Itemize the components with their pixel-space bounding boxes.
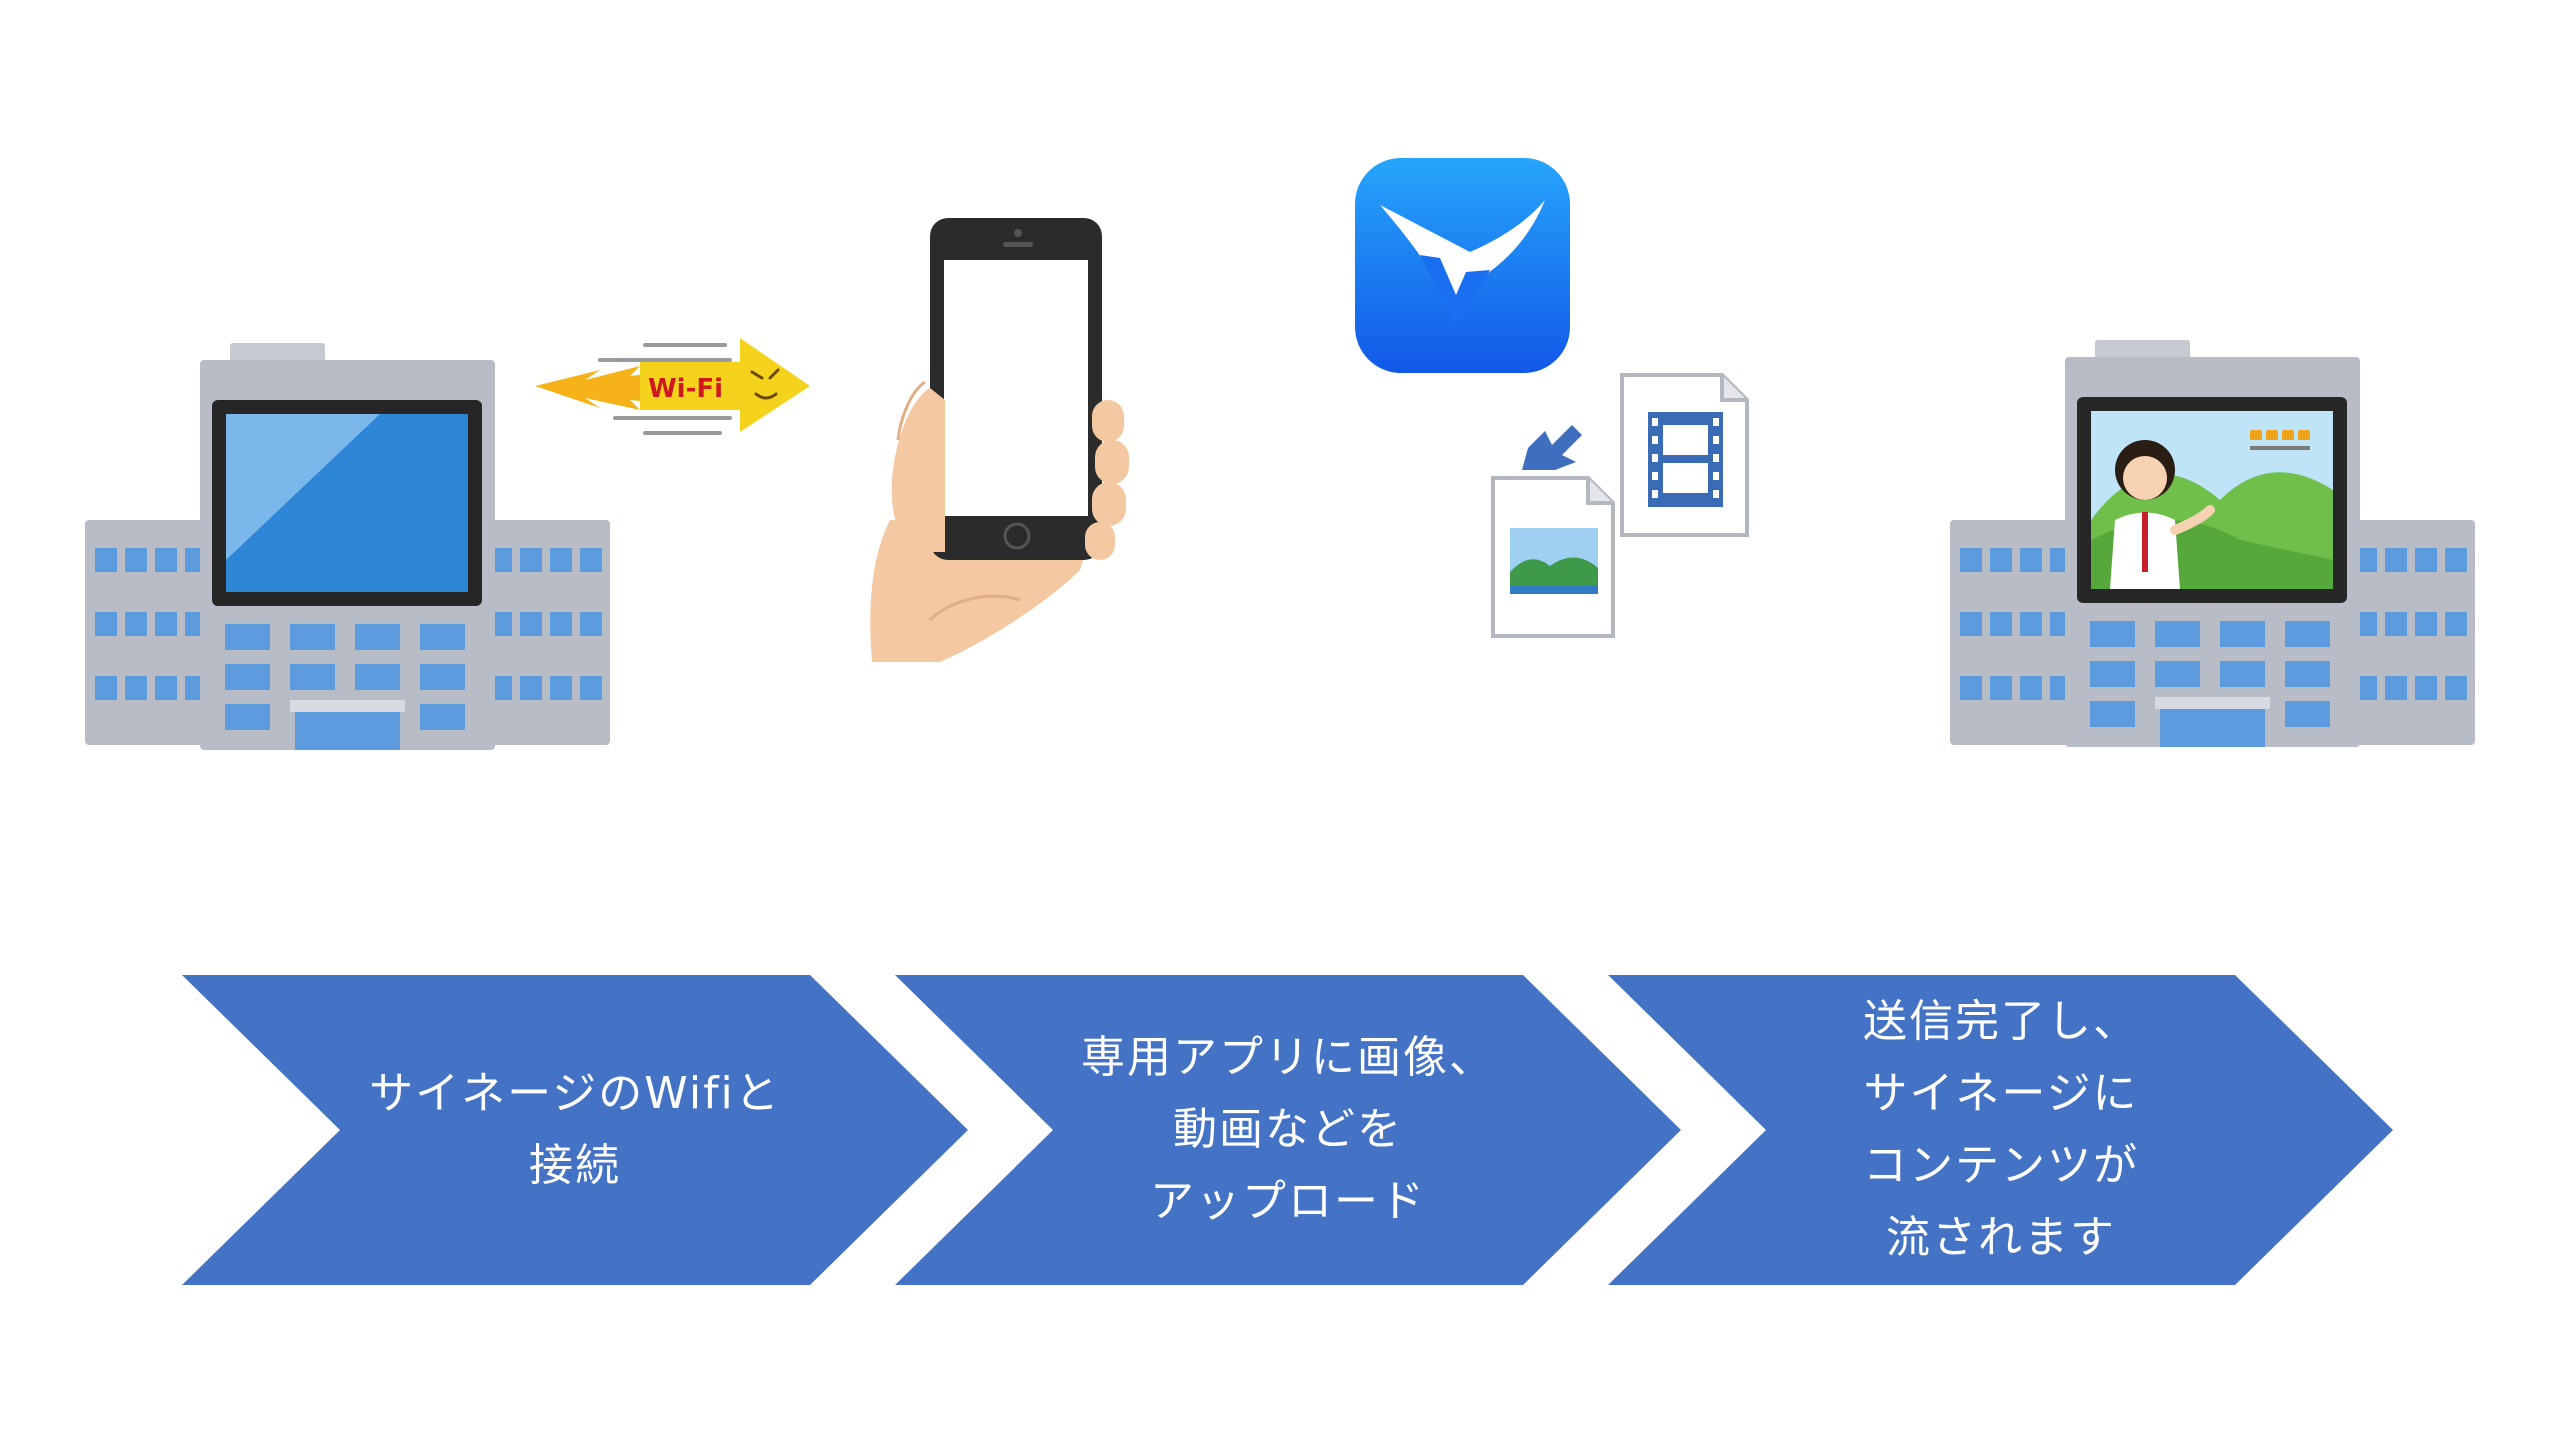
image-file-icon bbox=[1491, 476, 1615, 638]
app-icon bbox=[1355, 158, 1570, 373]
smartphone-icon bbox=[870, 218, 1129, 662]
step-2-line-2: 動画などを bbox=[1173, 1104, 1403, 1155]
step-3-label: 送信完了し、 サイネージに コンテンツが 流されます bbox=[1766, 986, 2236, 1274]
step-1-label: サイネージのWifiと 接続 bbox=[340, 1058, 810, 1202]
step-2-line-1: 専用アプリに画像、 bbox=[1081, 1032, 1495, 1083]
step-3-chevron bbox=[1608, 975, 2393, 1285]
building-icon bbox=[85, 343, 610, 750]
building-signage-icon bbox=[1950, 340, 2475, 747]
step-2-line-3: アップロード bbox=[1150, 1176, 1426, 1227]
video-file-icon bbox=[1620, 373, 1749, 537]
step-3-line-3: コンテンツが bbox=[1863, 1140, 2139, 1191]
wifi-icon: Wi-Fi bbox=[535, 338, 810, 435]
step-1-chevron bbox=[182, 975, 968, 1285]
step-2-chevron bbox=[895, 975, 1681, 1285]
step-3-line-2: サイネージに bbox=[1863, 1068, 2139, 1119]
process-chevrons bbox=[182, 975, 2393, 1285]
step-1-line-2: 接続 bbox=[529, 1140, 621, 1191]
step-1-line-1: サイネージのWifiと bbox=[369, 1068, 781, 1119]
step-2-label: 専用アプリに画像、 動画などを アップロード bbox=[1053, 1022, 1523, 1238]
step-3-line-1: 送信完了し、 bbox=[1863, 996, 2139, 1047]
step-3-line-4: 流されます bbox=[1886, 1212, 2116, 1263]
upload-arrow-icon bbox=[1522, 425, 1582, 470]
wifi-badge-label: Wi-Fi bbox=[648, 374, 723, 404]
